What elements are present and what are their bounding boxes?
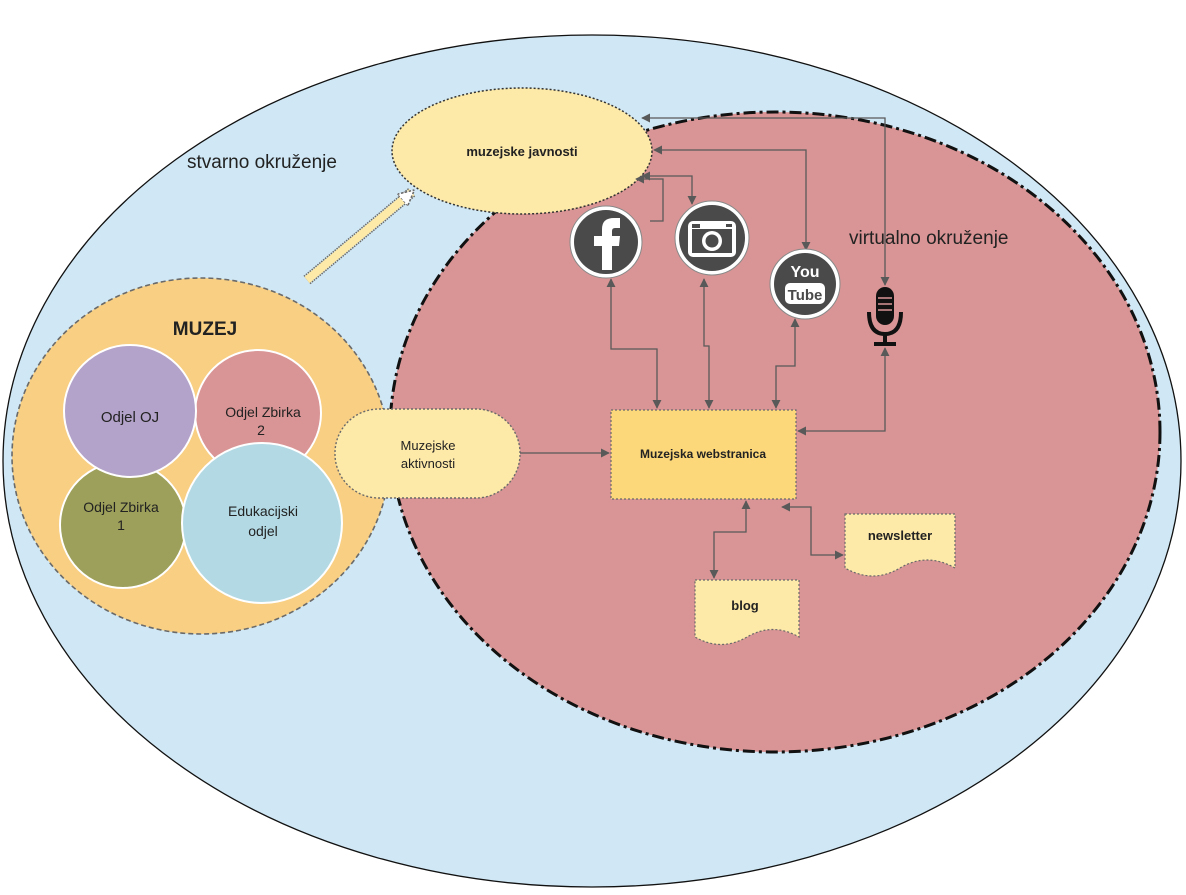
museum-activities[interactable] [334,408,521,499]
real-environment-label: stvarno okruženje [187,152,337,173]
dept-edu [181,442,343,604]
museum-activities-label-2: aktivnosti [401,456,455,471]
virtual-environment-label: virtualno okruženje [849,228,1008,249]
museum-website[interactable] [610,409,797,500]
dept-oj [63,344,197,478]
youtube-icon[interactable]: You Tube [769,248,841,320]
newsletter-document[interactable] [844,513,956,577]
dept-zbirka2-label: Odjel Zbirka [225,404,301,420]
website-newsletter-connector [781,502,844,560]
museum-activities-label: Muzejske [401,438,456,453]
youtube-you-label: You [790,264,819,281]
dept-edu-label: Edukacijski [228,503,298,519]
dept-zbirka1-label: Odjel Zbirka [83,499,159,515]
dept-zbirka1-label-2: 1 [117,517,125,533]
dept-edu-label-2: odjel [248,523,278,539]
museum-public-label: muzejske javnosti [466,144,577,159]
public-microphone-connector [641,113,890,286]
blog-label: blog [731,598,758,613]
connectors [520,113,890,579]
camera-icon[interactable] [674,200,750,276]
website-microphone-connector [797,347,890,436]
website-facebook-connector [606,278,662,409]
website-camera-connector [699,278,714,409]
dept-zbirka2-label-2: 2 [257,422,265,438]
youtube-tube-label: Tube [788,287,823,304]
museum-website-label: Muzejska webstranica [640,447,766,461]
dept-oj-label: Odjel OJ [101,409,159,426]
website-blog-connector [709,500,751,579]
microphone-icon[interactable] [867,287,903,346]
blog-document[interactable] [694,579,800,646]
website-youtube-connector [771,318,800,409]
facebook-icon[interactable] [569,205,643,279]
newsletter-label: newsletter [868,528,932,543]
museum-title: MUZEJ [173,319,237,340]
